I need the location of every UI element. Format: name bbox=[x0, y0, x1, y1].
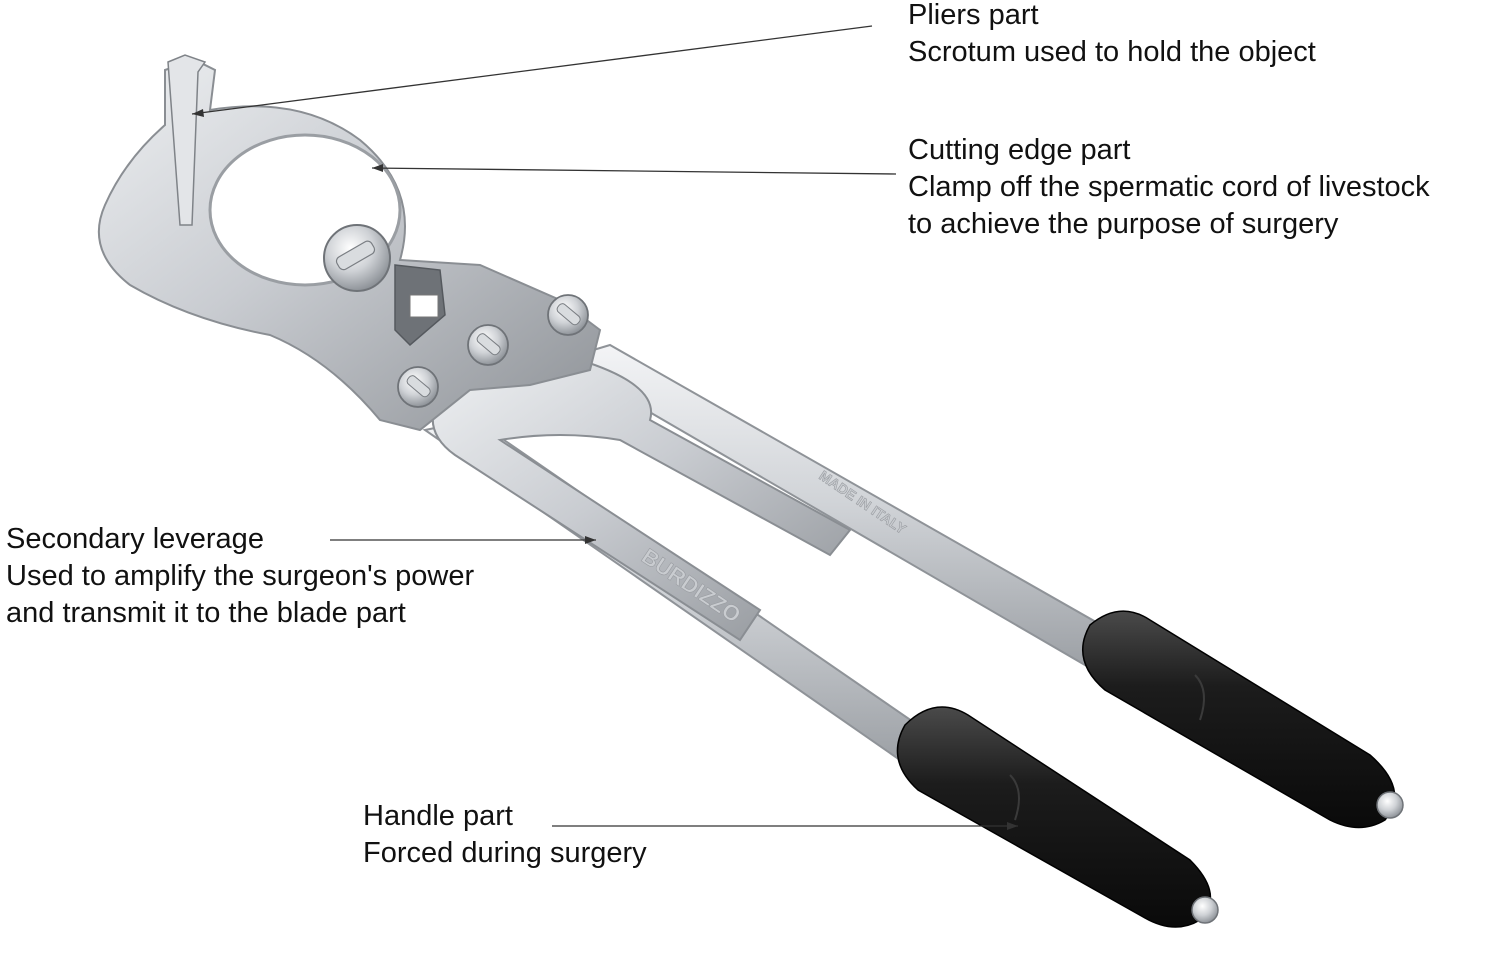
upper-grip-end-cap bbox=[1376, 791, 1404, 819]
leader-line-arrowheads bbox=[192, 109, 1018, 830]
callout-secondary-leverage: Secondary leverage Used to amplify the s… bbox=[6, 521, 474, 632]
arrowhead-cutting-edge bbox=[372, 164, 383, 172]
cutting-jaw bbox=[394, 264, 446, 347]
callout-secondary-leverage-line1: Used to amplify the surgeon's power bbox=[6, 560, 475, 592]
arrowhead-secondary-leverage bbox=[585, 536, 596, 544]
secondary-leverage-lever bbox=[431, 358, 852, 642]
callout-pliers-title: Pliers part bbox=[908, 0, 1039, 31]
lower-handle-grip bbox=[896, 706, 1219, 928]
callout-pliers-description: Scrotum used to hold the object bbox=[908, 36, 1316, 68]
pliers-tip bbox=[167, 54, 207, 226]
callout-handle-part: Handle part Forced during surgery bbox=[363, 798, 647, 872]
leader-line-cutting-edge bbox=[371, 167, 897, 175]
leader-lines bbox=[191, 25, 1018, 827]
callout-cutting-edge-part: Cutting edge part Clamp off the spermati… bbox=[908, 132, 1430, 243]
callout-cutting-edge-line2: to achieve the purpose of surgery bbox=[908, 208, 1339, 240]
arrowhead-handle bbox=[1007, 822, 1018, 830]
leader-line-pliers bbox=[191, 25, 873, 115]
callout-handle-description: Forced during surgery bbox=[363, 837, 647, 869]
callout-secondary-leverage-title: Secondary leverage bbox=[6, 523, 264, 555]
callout-cutting-edge-line1: Clamp off the spermatic cord of livestoc… bbox=[908, 171, 1430, 203]
callout-pliers-part: Pliers part Scrotum used to hold the obj… bbox=[908, 0, 1316, 71]
pivot-bolts bbox=[323, 224, 589, 408]
lower-grip-end-cap bbox=[1191, 896, 1219, 924]
arrowhead-pliers bbox=[192, 109, 204, 117]
callout-secondary-leverage-line2: and transmit it to the blade part bbox=[6, 597, 406, 629]
upper-handle-grip bbox=[1082, 610, 1404, 829]
callout-cutting-edge-title: Cutting edge part bbox=[908, 134, 1131, 166]
callout-handle-title: Handle part bbox=[363, 800, 513, 832]
